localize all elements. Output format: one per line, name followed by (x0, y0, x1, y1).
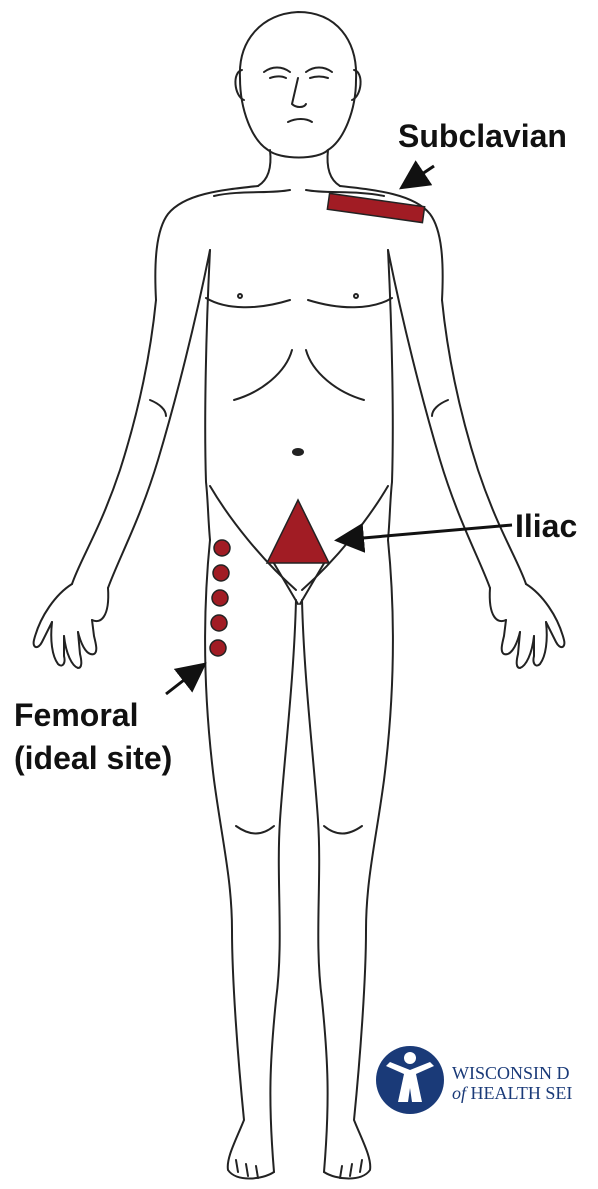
subclavian-label: Subclavian (398, 118, 567, 155)
femoral-dot (212, 590, 228, 606)
femoral-arrow (166, 666, 202, 694)
iliac-marker (267, 500, 329, 563)
iliac-label: Iliac (515, 508, 577, 545)
body-outline (34, 12, 565, 1179)
femoral-label-line2: (ideal site) (14, 737, 172, 780)
femoral-label-line1: Femoral (14, 694, 172, 737)
femoral-dot (214, 540, 230, 556)
logo-line2: of HEALTH SEI (452, 1083, 572, 1103)
person-in-circle-icon (376, 1046, 444, 1114)
logo-line2-prefix: of (452, 1083, 466, 1103)
femoral-dot (213, 565, 229, 581)
subclavian-marker (327, 193, 424, 222)
organization-logo-text: WISCONSIN D of HEALTH SEI (452, 1063, 572, 1103)
femoral-label: Femoral (ideal site) (14, 694, 172, 780)
iliac-arrow (340, 525, 512, 540)
subclavian-arrow (404, 166, 434, 186)
logo-line2-rest: HEALTH SEI (466, 1083, 572, 1103)
femoral-dot (210, 640, 226, 656)
femoral-dot (211, 615, 227, 631)
femoral-markers (210, 540, 230, 656)
logo-line1: WISCONSIN D (452, 1063, 572, 1083)
